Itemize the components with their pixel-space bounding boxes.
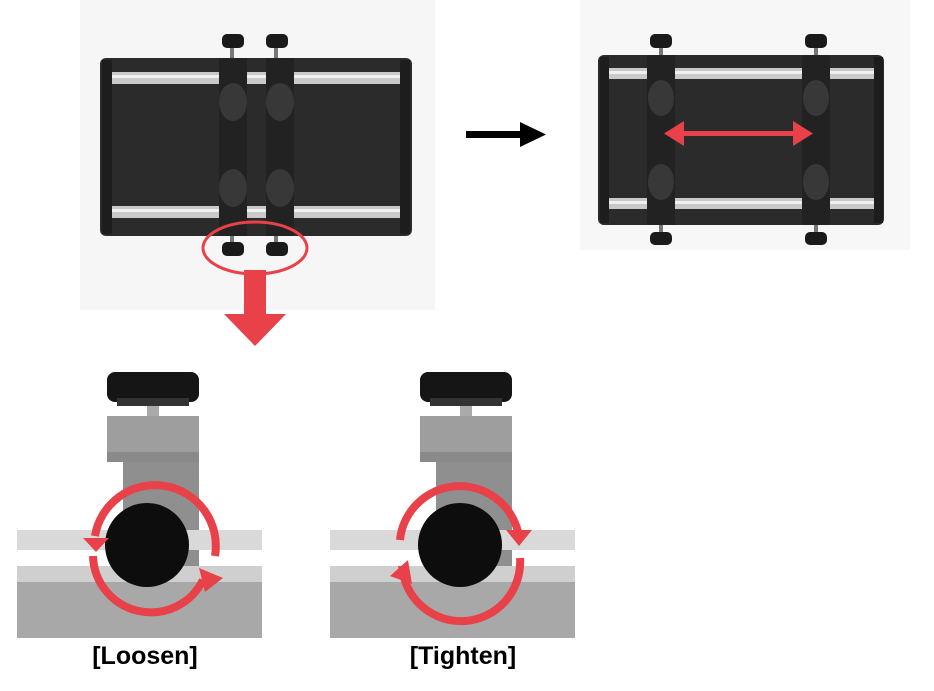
loosen-detail-svg	[17, 372, 262, 638]
clockwise-rotation-icon	[390, 482, 532, 626]
top-knob-left	[650, 34, 672, 56]
tighten-caption: [Tighten]	[409, 642, 517, 670]
clamp-right	[266, 58, 294, 236]
double-headed-arrow-icon	[664, 121, 813, 146]
top-knob-left	[222, 34, 244, 58]
clamp-left	[647, 55, 675, 225]
knob-cap	[420, 372, 512, 416]
device-after-svg	[598, 34, 884, 245]
loosen-caption: [Loosen]	[92, 642, 198, 670]
clamp-right	[802, 55, 830, 225]
frame-body	[100, 58, 412, 236]
device-before-illustration	[80, 0, 435, 310]
knob-body	[418, 503, 502, 587]
bottom-knob-left	[222, 236, 244, 256]
device-before-svg	[100, 34, 412, 276]
down-arrow-icon	[224, 270, 286, 346]
tighten-detail-svg	[330, 372, 575, 638]
counterclockwise-rotation-icon	[83, 481, 223, 617]
tighten-detail-illustration	[330, 370, 575, 638]
top-knob-right	[805, 34, 827, 56]
loosen-detail-illustration	[17, 370, 262, 638]
bottom-knob-right	[805, 225, 827, 245]
bottom-knob-left	[650, 225, 672, 245]
clamp-left	[219, 58, 247, 236]
top-knob-right	[266, 34, 288, 58]
device-after-illustration	[580, 0, 910, 250]
right-arrow-icon	[466, 122, 546, 147]
knob-cap	[107, 372, 199, 416]
frame-body	[598, 55, 884, 225]
knob-body	[105, 503, 189, 587]
bottom-knob-right	[266, 236, 288, 256]
